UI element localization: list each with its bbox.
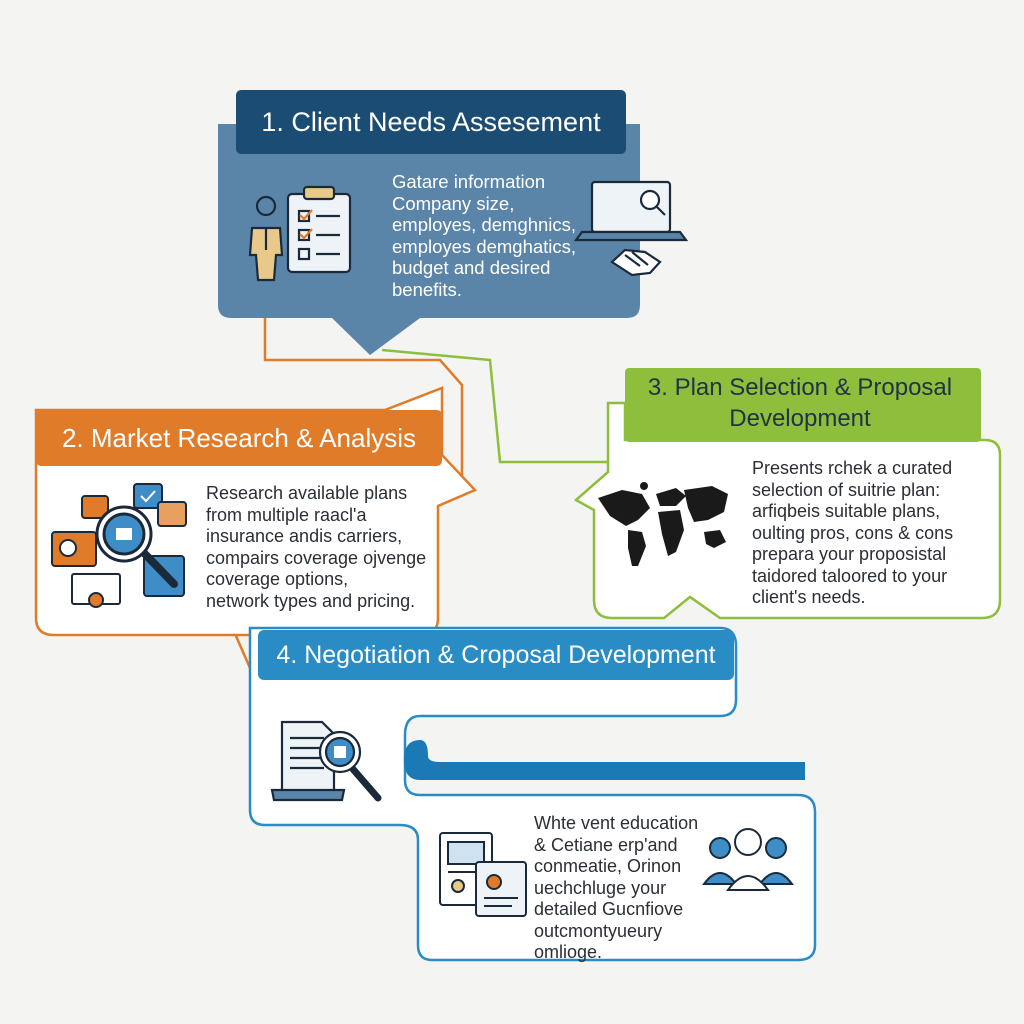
step3-line: taidored taloored to your	[752, 565, 948, 586]
step4-line: Whte vent education	[534, 813, 699, 833]
step4-description: Whte vent education & Cetiane erp'and co…	[534, 813, 698, 964]
laptop-search-icon	[573, 180, 689, 242]
step3-line: oulting pros, cons & cons	[752, 522, 954, 543]
step2-line: network types and pricing.	[206, 590, 416, 611]
team-icon	[702, 828, 794, 891]
magnifier-icon	[95, 505, 178, 588]
step1-line: employes, demghnics,	[392, 214, 577, 235]
step3-description: Presents rchek a curated selection of su…	[752, 458, 953, 609]
step3-line: Presents rchek a curated	[752, 458, 953, 478]
step1-line: Company size,	[392, 192, 515, 214]
step4-line: detailed Gucnfiove	[534, 899, 684, 919]
step1-line: employes demghatics,	[392, 235, 577, 257]
step4-line: outcmontyueury	[534, 920, 663, 941]
step2-line: Research available plans	[206, 483, 408, 503]
step4-line: uechchluge your	[534, 877, 667, 898]
step3-line: arfiqbeis suitable plans,	[752, 501, 941, 521]
handshake-icon	[610, 248, 662, 277]
step3-line: prepara your proposistal	[752, 544, 947, 564]
step2-line: compairs coverage ojvenge	[206, 547, 427, 568]
connector-orange-lower	[234, 635, 252, 669]
step1-line: Gatare information	[392, 171, 546, 192]
step1-box	[218, 90, 640, 355]
step3-line: client's needs.	[752, 587, 866, 607]
step2-title: 2. Market Research & Analysis	[61, 423, 417, 453]
step4-line: omlioge.	[534, 942, 603, 962]
step2-line: from multiple raacl'a	[206, 504, 367, 525]
step4-line: & Cetiane erp'and	[534, 834, 678, 855]
step2-line: insurance andis carriers,	[206, 526, 403, 546]
step1-description: Gatare information Company size, employe…	[392, 171, 576, 300]
step3-box	[573, 368, 1002, 620]
profile-documents-icon	[439, 832, 527, 917]
step4-box	[248, 626, 817, 962]
world-map-icon	[598, 482, 728, 566]
step2-description: Research available plans from multiple r…	[206, 483, 426, 612]
step4-line: conmeatie, Orinon	[534, 856, 682, 876]
step3-line: selection of suitrie plan:	[752, 479, 941, 500]
clipboard-checklist-icon	[286, 185, 352, 274]
document-search-icon	[270, 720, 382, 802]
step1-line: budget and desired	[392, 257, 551, 278]
step3-title: 3. Plan Selection & Proposal Development	[647, 374, 953, 432]
step1-title: 1. Client Needs Assesement	[261, 107, 601, 137]
step4-title: 4. Negotiation & Croposal Development	[276, 641, 716, 669]
step1-line: benefits.	[392, 278, 462, 300]
person-icon	[248, 195, 284, 282]
connector-green	[381, 348, 608, 464]
step2-line: coverage options,	[206, 569, 349, 589]
